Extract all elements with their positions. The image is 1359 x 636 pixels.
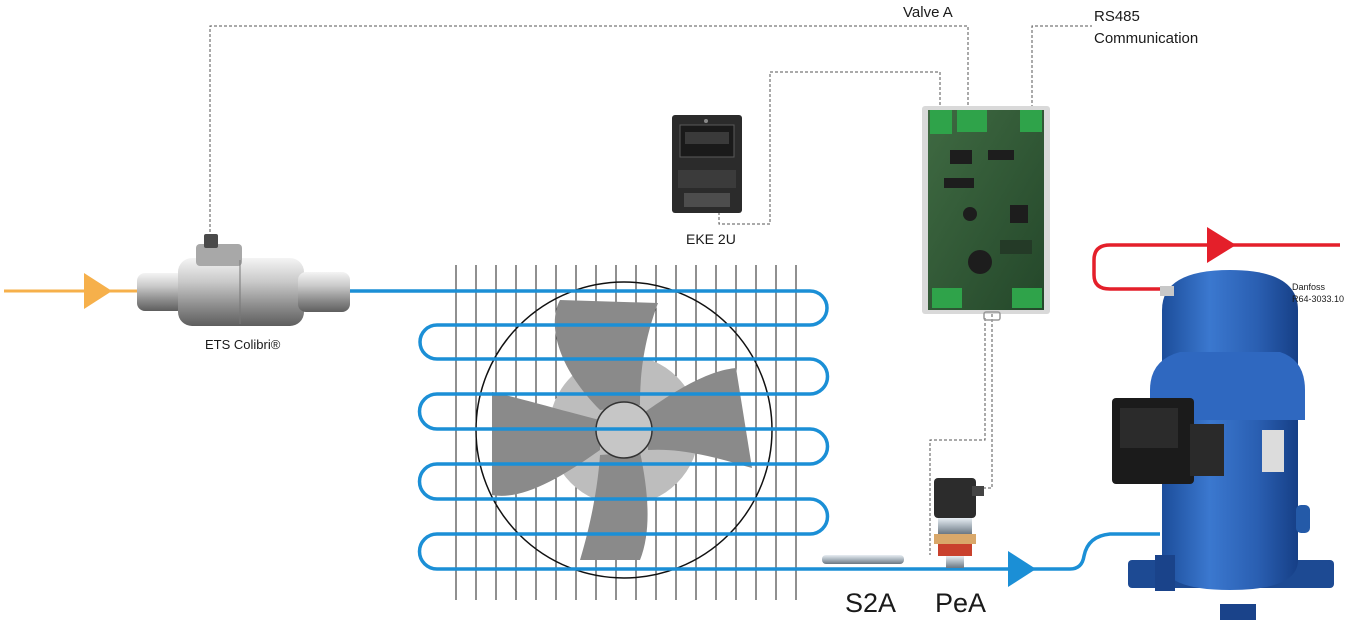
danfoss-label-line2: R64-3033.10 bbox=[1292, 294, 1345, 304]
ets-label: ETS Colibri® bbox=[205, 337, 281, 352]
danfoss-label-line1: Danfoss bbox=[1292, 282, 1326, 292]
inlet-line bbox=[4, 273, 140, 309]
s2a-label: S2A bbox=[845, 588, 897, 618]
inlet-arrow-icon bbox=[84, 273, 112, 309]
rs485-label-line1: RS485 bbox=[1094, 8, 1140, 25]
discharge-line bbox=[1092, 243, 1340, 291]
valve-a-wire bbox=[209, 25, 969, 232]
s2a-temperature-sensor-icon bbox=[822, 555, 904, 564]
danfoss-label: Danfoss R64-3033.10 bbox=[1292, 281, 1344, 305]
controller-board-icon bbox=[922, 106, 1050, 321]
rs485-label: RS485 Communication bbox=[1094, 6, 1198, 50]
pea-label: PeA bbox=[935, 588, 987, 618]
eke-2u-module-icon bbox=[672, 115, 742, 213]
flow-arrow-icon bbox=[1008, 551, 1036, 587]
fan-blade bbox=[492, 392, 600, 496]
signal-wires bbox=[209, 25, 1092, 555]
rs485-wire bbox=[1031, 25, 1092, 108]
eke-label: EKE 2U bbox=[686, 231, 736, 247]
rs485-label-line2: Communication bbox=[1094, 30, 1199, 47]
s2a-wire bbox=[929, 318, 986, 555]
condenser-coil-pipe bbox=[350, 289, 1160, 571]
fan-blade bbox=[554, 300, 658, 410]
pea-wire bbox=[982, 314, 993, 489]
discharge-arrow-icon bbox=[1207, 227, 1236, 263]
pea-pressure-transmitter-icon bbox=[934, 478, 984, 568]
valve-a-label: Valve A bbox=[903, 4, 953, 21]
eke-wire bbox=[718, 71, 941, 225]
scroll-compressor-icon bbox=[1112, 270, 1334, 620]
ets-colibri-valve-icon bbox=[137, 234, 350, 326]
